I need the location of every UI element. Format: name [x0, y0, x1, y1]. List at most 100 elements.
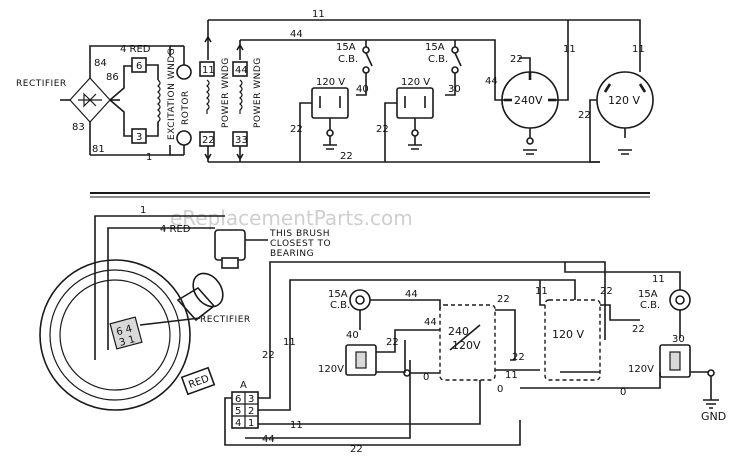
top-wire-11-bus [208, 19, 641, 55]
top-receptacle-240v-label: 240V [514, 94, 543, 107]
terminal-5: 5 [235, 406, 241, 417]
top-terminal-6-label: 6 [136, 61, 142, 72]
power-terminal-44-label: 44 [235, 65, 248, 76]
power-terminal-11 [199, 61, 215, 77]
harness-wire-11-main [258, 279, 576, 411]
top-bus-44-label: 44 [290, 29, 303, 40]
power-terminal-11-label: 11 [202, 65, 215, 76]
top-wire-1: 1 [146, 152, 152, 163]
bottom-cb1-rating: 15A [328, 289, 348, 300]
harness-wire-44 [245, 360, 411, 439]
bottom-cb1-wire-44: 44 [405, 289, 418, 300]
power-terminal-33-label: 33 [235, 135, 248, 146]
rotor-slip-ring-bottom [176, 130, 192, 146]
switch-120v-label: 120 V [552, 328, 584, 341]
bottom-receptacle-2-label: 120V [628, 364, 654, 375]
brush-holder [192, 272, 224, 308]
bottom-receptacle-1-label: 120V [318, 364, 344, 375]
ground-label: GND [701, 410, 726, 423]
top-receptacle-120v-label: 120 V [608, 94, 640, 107]
bottom-circuit-breaker-2 [669, 289, 691, 338]
terminal-block-a-label: A [240, 380, 247, 391]
bottom-ground-icon [703, 399, 719, 409]
top-terminal-3-label: 3 [136, 132, 142, 143]
bottom-rectifier-label: RECTIFIER [200, 315, 251, 325]
harness-22-main-label: 22 [262, 350, 275, 361]
brush-note-line-2: CLOSEST TO [270, 239, 331, 249]
bottom-cb2-rating: 15A [638, 289, 658, 300]
cb2-wire-22: 22 [632, 324, 645, 335]
top-240v-wire-11: 11 [563, 44, 576, 55]
bottom-cb1-wire-40: 40 [346, 330, 359, 341]
selector-switch-240: 240 [448, 325, 469, 338]
top-circuit-breaker-2 [445, 40, 462, 96]
top-outlet-2-wire-22: 22 [376, 124, 389, 135]
terminal-2: 2 [248, 406, 254, 417]
bottom-rectifier-block [109, 316, 143, 350]
top-cb2-label: C.B. [428, 54, 448, 65]
top-cb1-rating: 15A [336, 42, 356, 53]
watermark: eReplacementParts.com [170, 206, 413, 230]
top-ground-3-icon [523, 149, 537, 155]
brush-note-line-3: BEARING [270, 249, 314, 259]
top-ground-4-icon [618, 149, 632, 155]
top-240v-wire-44: 44 [485, 76, 498, 87]
top-rectifier-bridge [60, 50, 120, 155]
top-cb1-label: C.B. [338, 54, 358, 65]
excitation-winding-coil [157, 79, 161, 126]
top-outlet-2-label: 120 V [401, 77, 430, 88]
bottom-pictorial: 6 4 3 1 RECTIFIER 1 4 RED THIS BRUSH CLO… [39, 205, 726, 455]
harness-22-label: 22 [350, 444, 363, 455]
top-bus-22-label: 22 [340, 151, 353, 162]
top-wire-40: 40 [356, 84, 369, 95]
top-wire-81: 81 [92, 144, 105, 155]
bottom-recept1-wire-22: 22 [386, 337, 399, 348]
terminal-6: 6 [235, 394, 241, 405]
selector-wire-22: 22 [497, 294, 510, 305]
top-wire-83: 83 [72, 122, 85, 133]
selector-wire-11: 11 [505, 370, 518, 381]
terminal-block-a [231, 391, 259, 429]
selector-wire-22b: 22 [512, 352, 525, 363]
bottom-rectifier-pins: 6 4 [115, 323, 133, 338]
top-wire-86: 86 [106, 72, 119, 83]
bottom-red-wire: 4 RED [160, 224, 191, 235]
top-240v-wire-22: 22 [510, 54, 523, 65]
bottom-cb2-label: C.B. [640, 300, 660, 311]
power-terminal-22 [199, 131, 215, 147]
bottom-recept1-wire-0: 0 [423, 372, 429, 383]
harness-11-label: 11 [290, 420, 303, 431]
top-wire-84: 84 [94, 58, 107, 69]
top-outlet-1-label: 120 V [316, 77, 345, 88]
top-ground-1-icon [323, 144, 337, 150]
power-terminal-44 [232, 61, 248, 77]
voltage-selector-switch[interactable] [439, 304, 496, 381]
rotor-slip-ring-top [176, 64, 192, 80]
rotor-label: ROTOR [181, 90, 191, 125]
top-schematic: RECTIFIER 84 86 83 81 4 RED 1 6 3 EXCITA… [16, 9, 654, 163]
top-rectifier-label: RECTIFIER [16, 79, 67, 89]
selector-wire-0: 0 [497, 384, 503, 395]
bottom-circuit-breaker-1 [349, 289, 371, 330]
harness-wire-22-outer [224, 397, 521, 446]
harness-44-label: 44 [262, 434, 275, 445]
cb2-wire-11: 11 [652, 274, 665, 285]
terminal-3: 3 [248, 394, 254, 405]
harness-wire-22-main [258, 261, 606, 399]
power-winding-1-coil [206, 79, 210, 114]
excitation-winding-label: EXCITATION WNDG [167, 48, 177, 140]
brush-assembly [214, 229, 246, 261]
outlet-switch-120v[interactable] [544, 299, 601, 381]
red-wire-tag [180, 366, 216, 396]
top-outlet-120v-2 [396, 87, 434, 119]
bottom-wire-1: 1 [140, 205, 146, 216]
power-terminal-22-label: 22 [202, 135, 215, 146]
power-winding-2-label: POWER WNDG [253, 57, 263, 128]
generator-housing [39, 259, 191, 411]
top-cb2-rating: 15A [425, 42, 445, 53]
recept2-wire-0: 0 [620, 387, 626, 398]
harness-wire-11-low [258, 380, 481, 425]
top-outlet-1-wire-22: 22 [290, 124, 303, 135]
top-ground-2-icon [408, 144, 422, 150]
